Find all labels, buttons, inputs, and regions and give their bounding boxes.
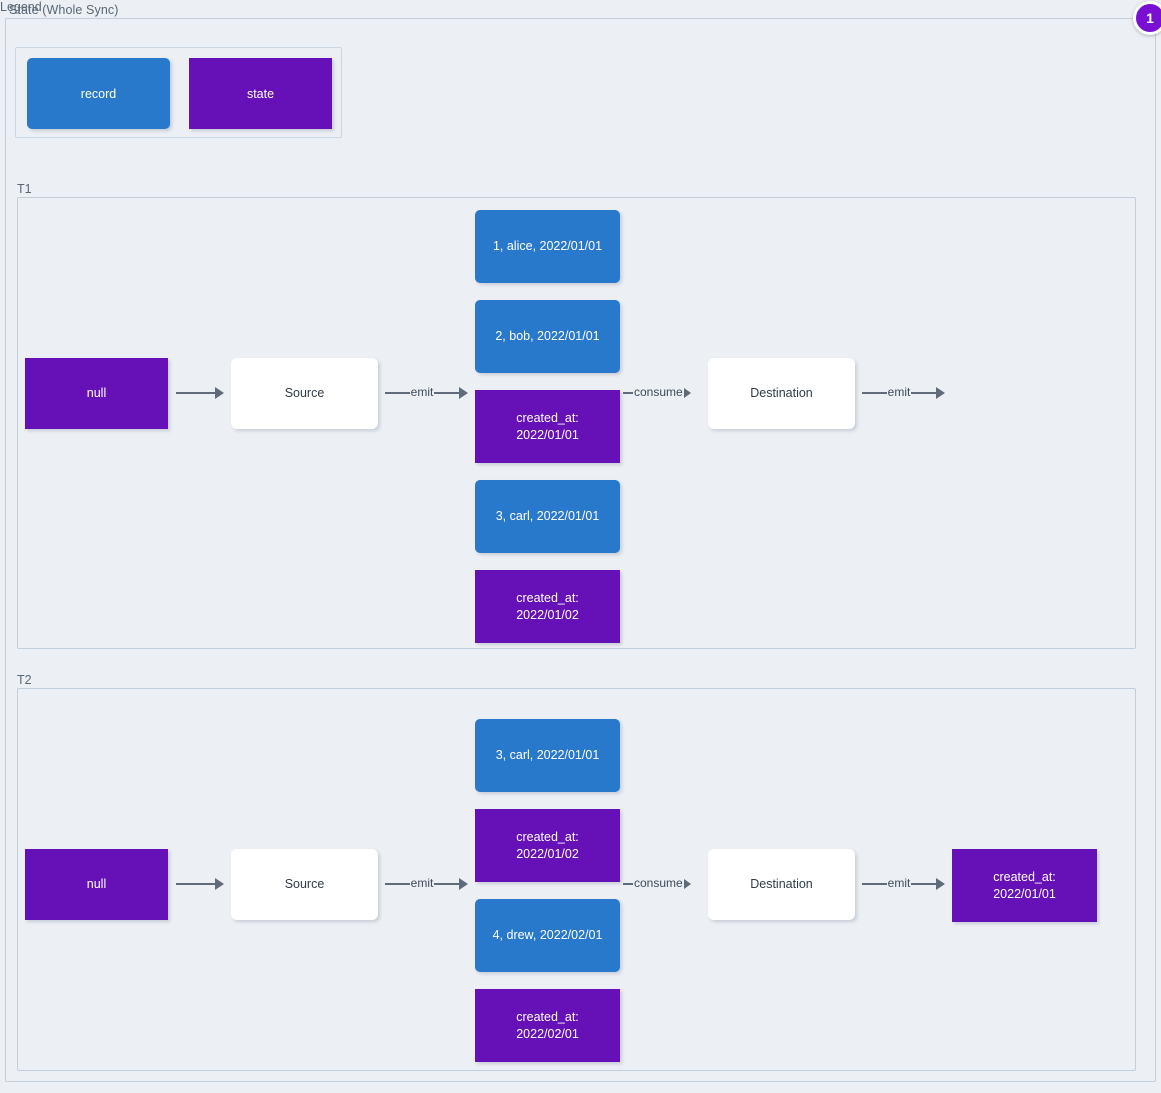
- t2-stream-item-3[interactable]: created_at: 2022/02/01: [475, 989, 620, 1062]
- t2-stream-item-2[interactable]: 4, drew, 2022/02/01: [475, 899, 620, 972]
- legend-swatch-record: record: [27, 58, 170, 129]
- t2-source-node[interactable]: Source: [231, 849, 378, 920]
- notification-badge[interactable]: 1: [1133, 1, 1161, 35]
- diagram-title: State (Whole Sync): [9, 3, 119, 17]
- t1-destination-node[interactable]: Destination: [708, 358, 855, 429]
- t1-source-node[interactable]: Source: [231, 358, 378, 429]
- t2-destination-node[interactable]: Destination: [708, 849, 855, 920]
- t1-stream-item-2[interactable]: created_at: 2022/01/01: [475, 390, 620, 463]
- panel-label-t1: T1: [17, 182, 32, 196]
- t2-final-state-node[interactable]: created_at: 2022/01/01: [952, 849, 1097, 922]
- legend-swatch-state: state: [189, 58, 332, 129]
- t1-stream-item-0[interactable]: 1, alice, 2022/01/01: [475, 210, 620, 283]
- t1-initial-state-node[interactable]: null: [25, 358, 168, 429]
- legend-label: Legend: [0, 0, 42, 14]
- t2-initial-state-node[interactable]: null: [25, 849, 168, 920]
- t1-stream-item-4[interactable]: created_at: 2022/01/02: [475, 570, 620, 643]
- t1-stream-item-3[interactable]: 3, carl, 2022/01/01: [475, 480, 620, 553]
- legend-box: record state: [15, 47, 342, 138]
- t2-stream-item-1[interactable]: created_at: 2022/01/02: [475, 809, 620, 882]
- panel-label-t2: T2: [17, 673, 32, 687]
- t2-stream-item-0[interactable]: 3, carl, 2022/01/01: [475, 719, 620, 792]
- t1-stream-item-1[interactable]: 2, bob, 2022/01/01: [475, 300, 620, 373]
